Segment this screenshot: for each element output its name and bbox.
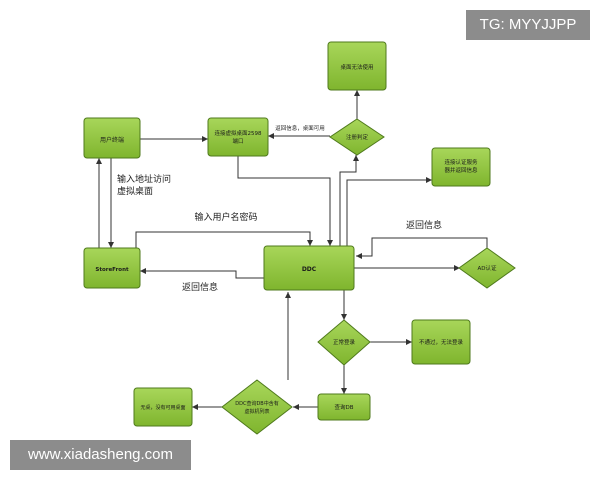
edge-label-return-info-1: 返回信息 (406, 219, 442, 231)
node-user-terminal: 用户终端 (83, 117, 141, 159)
node-query-db-label: 查询DB (334, 403, 353, 411)
node-fail-login-label: 不通过，无法登录 (419, 338, 464, 346)
node-ddc-query-db-label: DDC查询DB中含有虚拟机列表 (235, 400, 278, 415)
node-desktop-unusable-label: 桌面无法使用 (340, 63, 373, 71)
edge-ad-to-ddc (356, 237, 488, 259)
node-storefront: StoreFront (83, 247, 141, 289)
node-fail-login: 不通过，无法登录 (411, 319, 471, 365)
node-ddc: DDC (263, 245, 355, 291)
edge-label-input-credentials: 输入用户名密码 (194, 211, 257, 223)
node-storefront-label: StoreFront (95, 267, 129, 273)
node-register-check: 注册判定 (329, 118, 385, 156)
node-desktop-unusable: 桌面无法使用 (327, 41, 387, 91)
edge-label-return-info-2: 返回信息 (182, 281, 218, 293)
node-normal-login-label: 正常登录 (333, 338, 356, 346)
node-ddc-label: DDC (302, 266, 317, 273)
node-connect-auth-label: 连接认证服务器并返回信息 (444, 158, 478, 174)
node-ad-auth-label: AD认证 (478, 264, 497, 272)
node-ad-auth: AD认证 (458, 247, 516, 289)
watermark-bottom: www.xiadasheng.com (10, 440, 191, 470)
edges (96, 90, 488, 410)
node-no-desktop-label: 无桌，没有可用桌面 (140, 404, 185, 411)
edge-ddc-to-storefront (140, 268, 264, 279)
edge-ddc-to-check (339, 155, 359, 246)
edge-storefront-to-ddc (135, 231, 313, 248)
edge-port-to-ddc (237, 156, 333, 246)
edge-ddc-to-auth (346, 177, 432, 246)
node-query-db: 查询DB (317, 393, 371, 421)
node-register-check-label: 注册判定 (346, 133, 369, 141)
node-normal-login: 正常登录 (317, 319, 371, 366)
node-ddc-query-db: DDC查询DB中含有虚拟机列表 (221, 379, 293, 435)
watermark-top: TG: MYYJJPP (466, 10, 590, 40)
node-no-desktop: 无桌，没有可用桌面 (133, 387, 193, 427)
node-connect-auth: 连接认证服务器并返回信息 (431, 147, 491, 187)
node-user-terminal-label: 用户终端 (100, 136, 124, 144)
edge-label-input-address: 输入地址访问虚拟桌面 (117, 173, 171, 197)
edge-label-return-info-desktop: 返回信息，桌面可用 (275, 124, 325, 132)
